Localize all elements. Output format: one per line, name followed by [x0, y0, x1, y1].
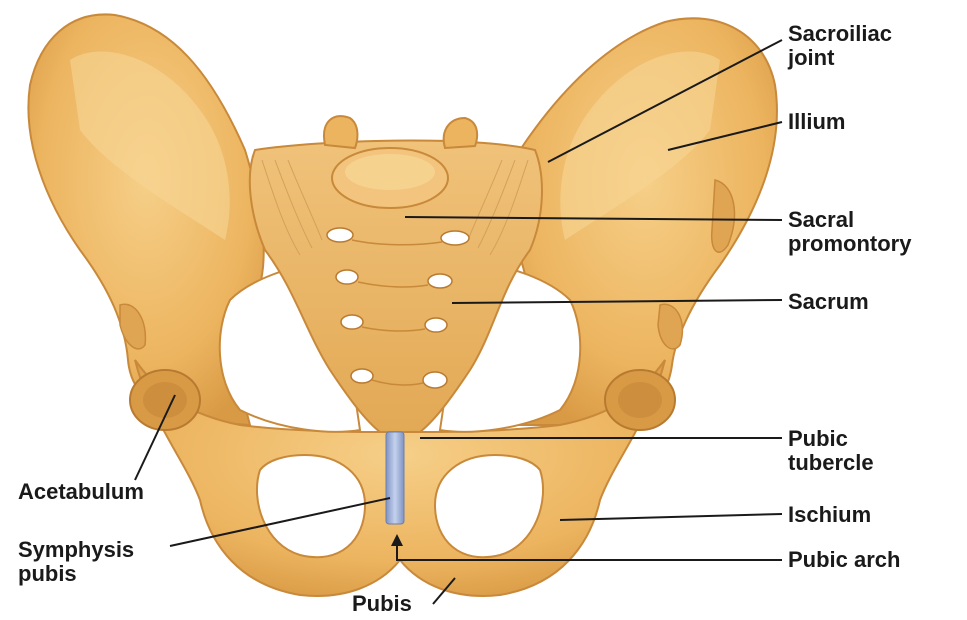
label-acetabulum: Acetabulum — [18, 480, 144, 504]
label-pubic-arch: Pubic arch — [788, 548, 900, 572]
label-symphysis-pubis: Symphysis pubis — [18, 538, 134, 586]
label-sacrum: Sacrum — [788, 290, 869, 314]
label-pubic-tubercle: Pubic tubercle — [788, 427, 874, 475]
label-pubis: Pubis — [352, 592, 412, 616]
symphysis-cartilage — [386, 432, 404, 524]
label-ischium: Ischium — [788, 503, 871, 527]
label-sacroiliac-joint: Sacroiliac joint — [788, 22, 892, 70]
label-illium: Illium — [788, 110, 845, 134]
label-sacral-promontory: Sacral promontory — [788, 208, 911, 256]
